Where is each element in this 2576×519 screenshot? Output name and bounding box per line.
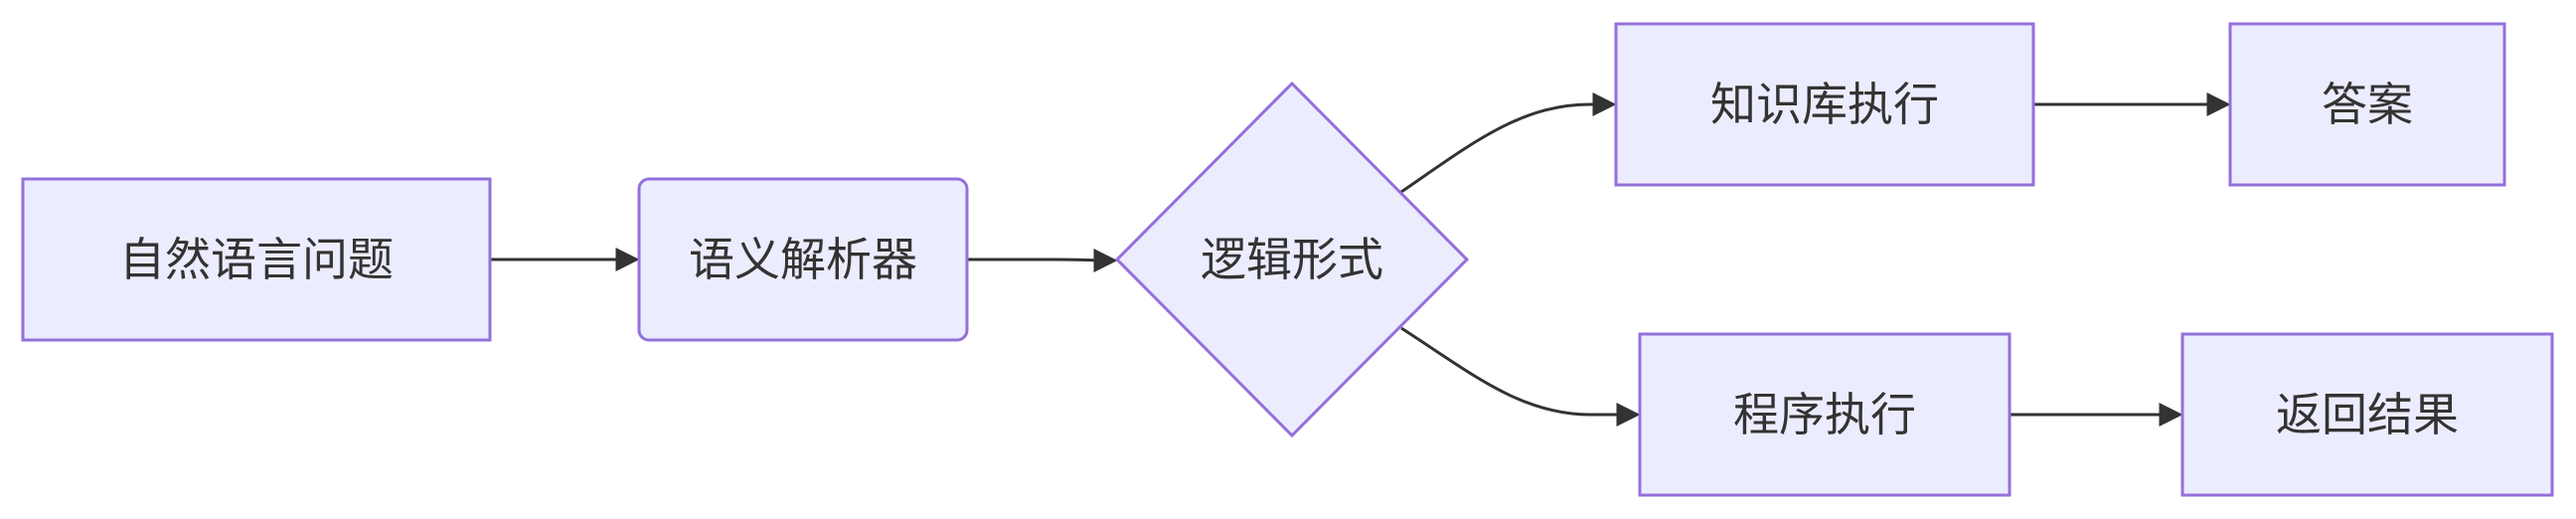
node-question: 自然语言问题 bbox=[21, 177, 492, 342]
node-result: 返回结果 bbox=[2180, 332, 2554, 497]
node-logical-form-label: 逻辑形式 bbox=[1201, 233, 1383, 286]
node-result-label: 返回结果 bbox=[2276, 388, 2459, 441]
node-kb-exec-label: 知识库执行 bbox=[1710, 78, 1939, 131]
edges bbox=[490, 92, 2231, 427]
edge-logical-form-to-prog-exec bbox=[1400, 326, 1641, 427]
node-prog-exec: 程序执行 bbox=[1638, 332, 2012, 497]
node-parser: 语义解析器 bbox=[637, 177, 969, 342]
node-prog-exec-label: 程序执行 bbox=[1733, 388, 1916, 441]
node-question-label: 自然语言问题 bbox=[119, 233, 394, 286]
node-kb-exec: 知识库执行 bbox=[1614, 22, 2035, 187]
edge-logical-form-to-kb-exec bbox=[1400, 92, 1617, 194]
node-parser-label: 语义解析器 bbox=[689, 233, 917, 286]
node-answer: 答案 bbox=[2228, 22, 2506, 187]
node-answer-label: 答案 bbox=[2322, 78, 2413, 131]
node-logical-form: 逻辑形式 bbox=[1114, 81, 1470, 438]
